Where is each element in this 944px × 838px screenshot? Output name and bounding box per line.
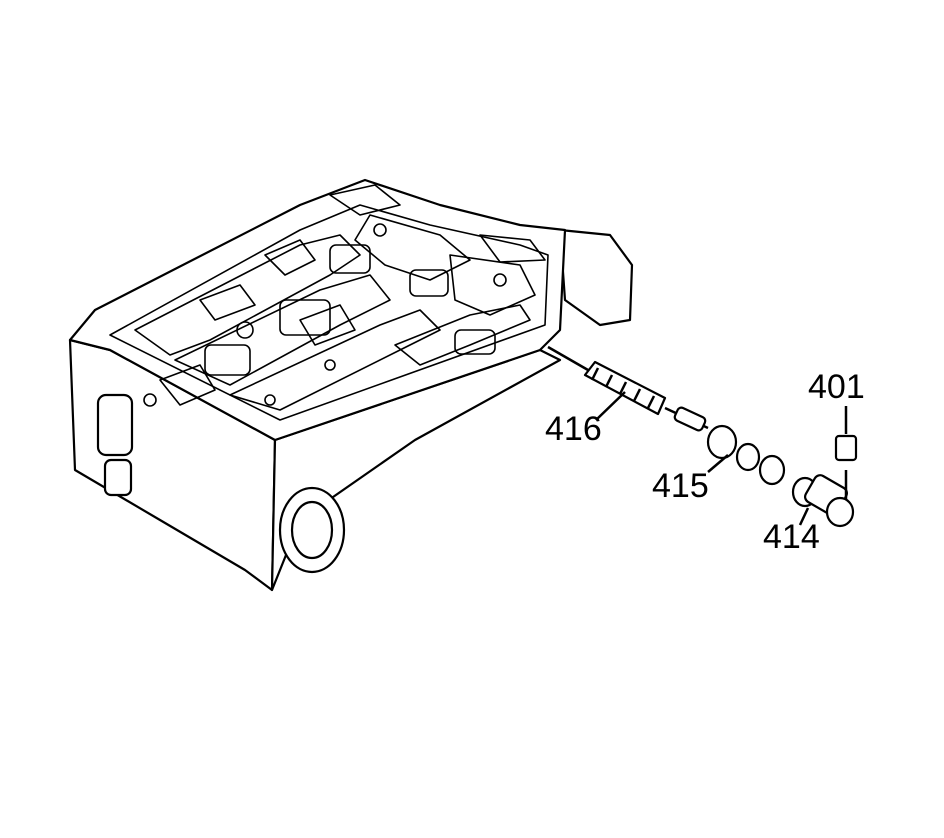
valve-land-1: [706, 424, 738, 460]
part-415-valve: [664, 406, 786, 486]
callout-401: 401: [808, 368, 865, 406]
retainer-clip: [834, 434, 858, 462]
part-401-retainer: [834, 406, 858, 500]
leader-414: [798, 507, 810, 526]
valve-body-channels: [109, 184, 549, 421]
callout-416: 416: [545, 410, 602, 448]
valve-land-3: [758, 454, 786, 486]
valve-body-left-boss-lower: [103, 458, 133, 497]
valve-body: [68, 178, 634, 592]
valve-body-left-boss: [96, 393, 134, 457]
leader-415: [707, 454, 729, 473]
part-414-plug: [791, 474, 855, 528]
callout-414: 414: [763, 518, 820, 556]
valve-stem: [673, 406, 707, 432]
valve-body-top-surface: [68, 178, 567, 442]
valve-body-end-boss: [558, 228, 634, 327]
callout-415: 415: [652, 467, 709, 505]
spring-coil: [583, 360, 667, 416]
valve-land-2: [735, 442, 761, 472]
leader-416: [547, 345, 589, 372]
part-416-spring: [547, 345, 667, 421]
valve-body-bore-inner: [290, 500, 334, 560]
plug-end: [825, 496, 855, 528]
